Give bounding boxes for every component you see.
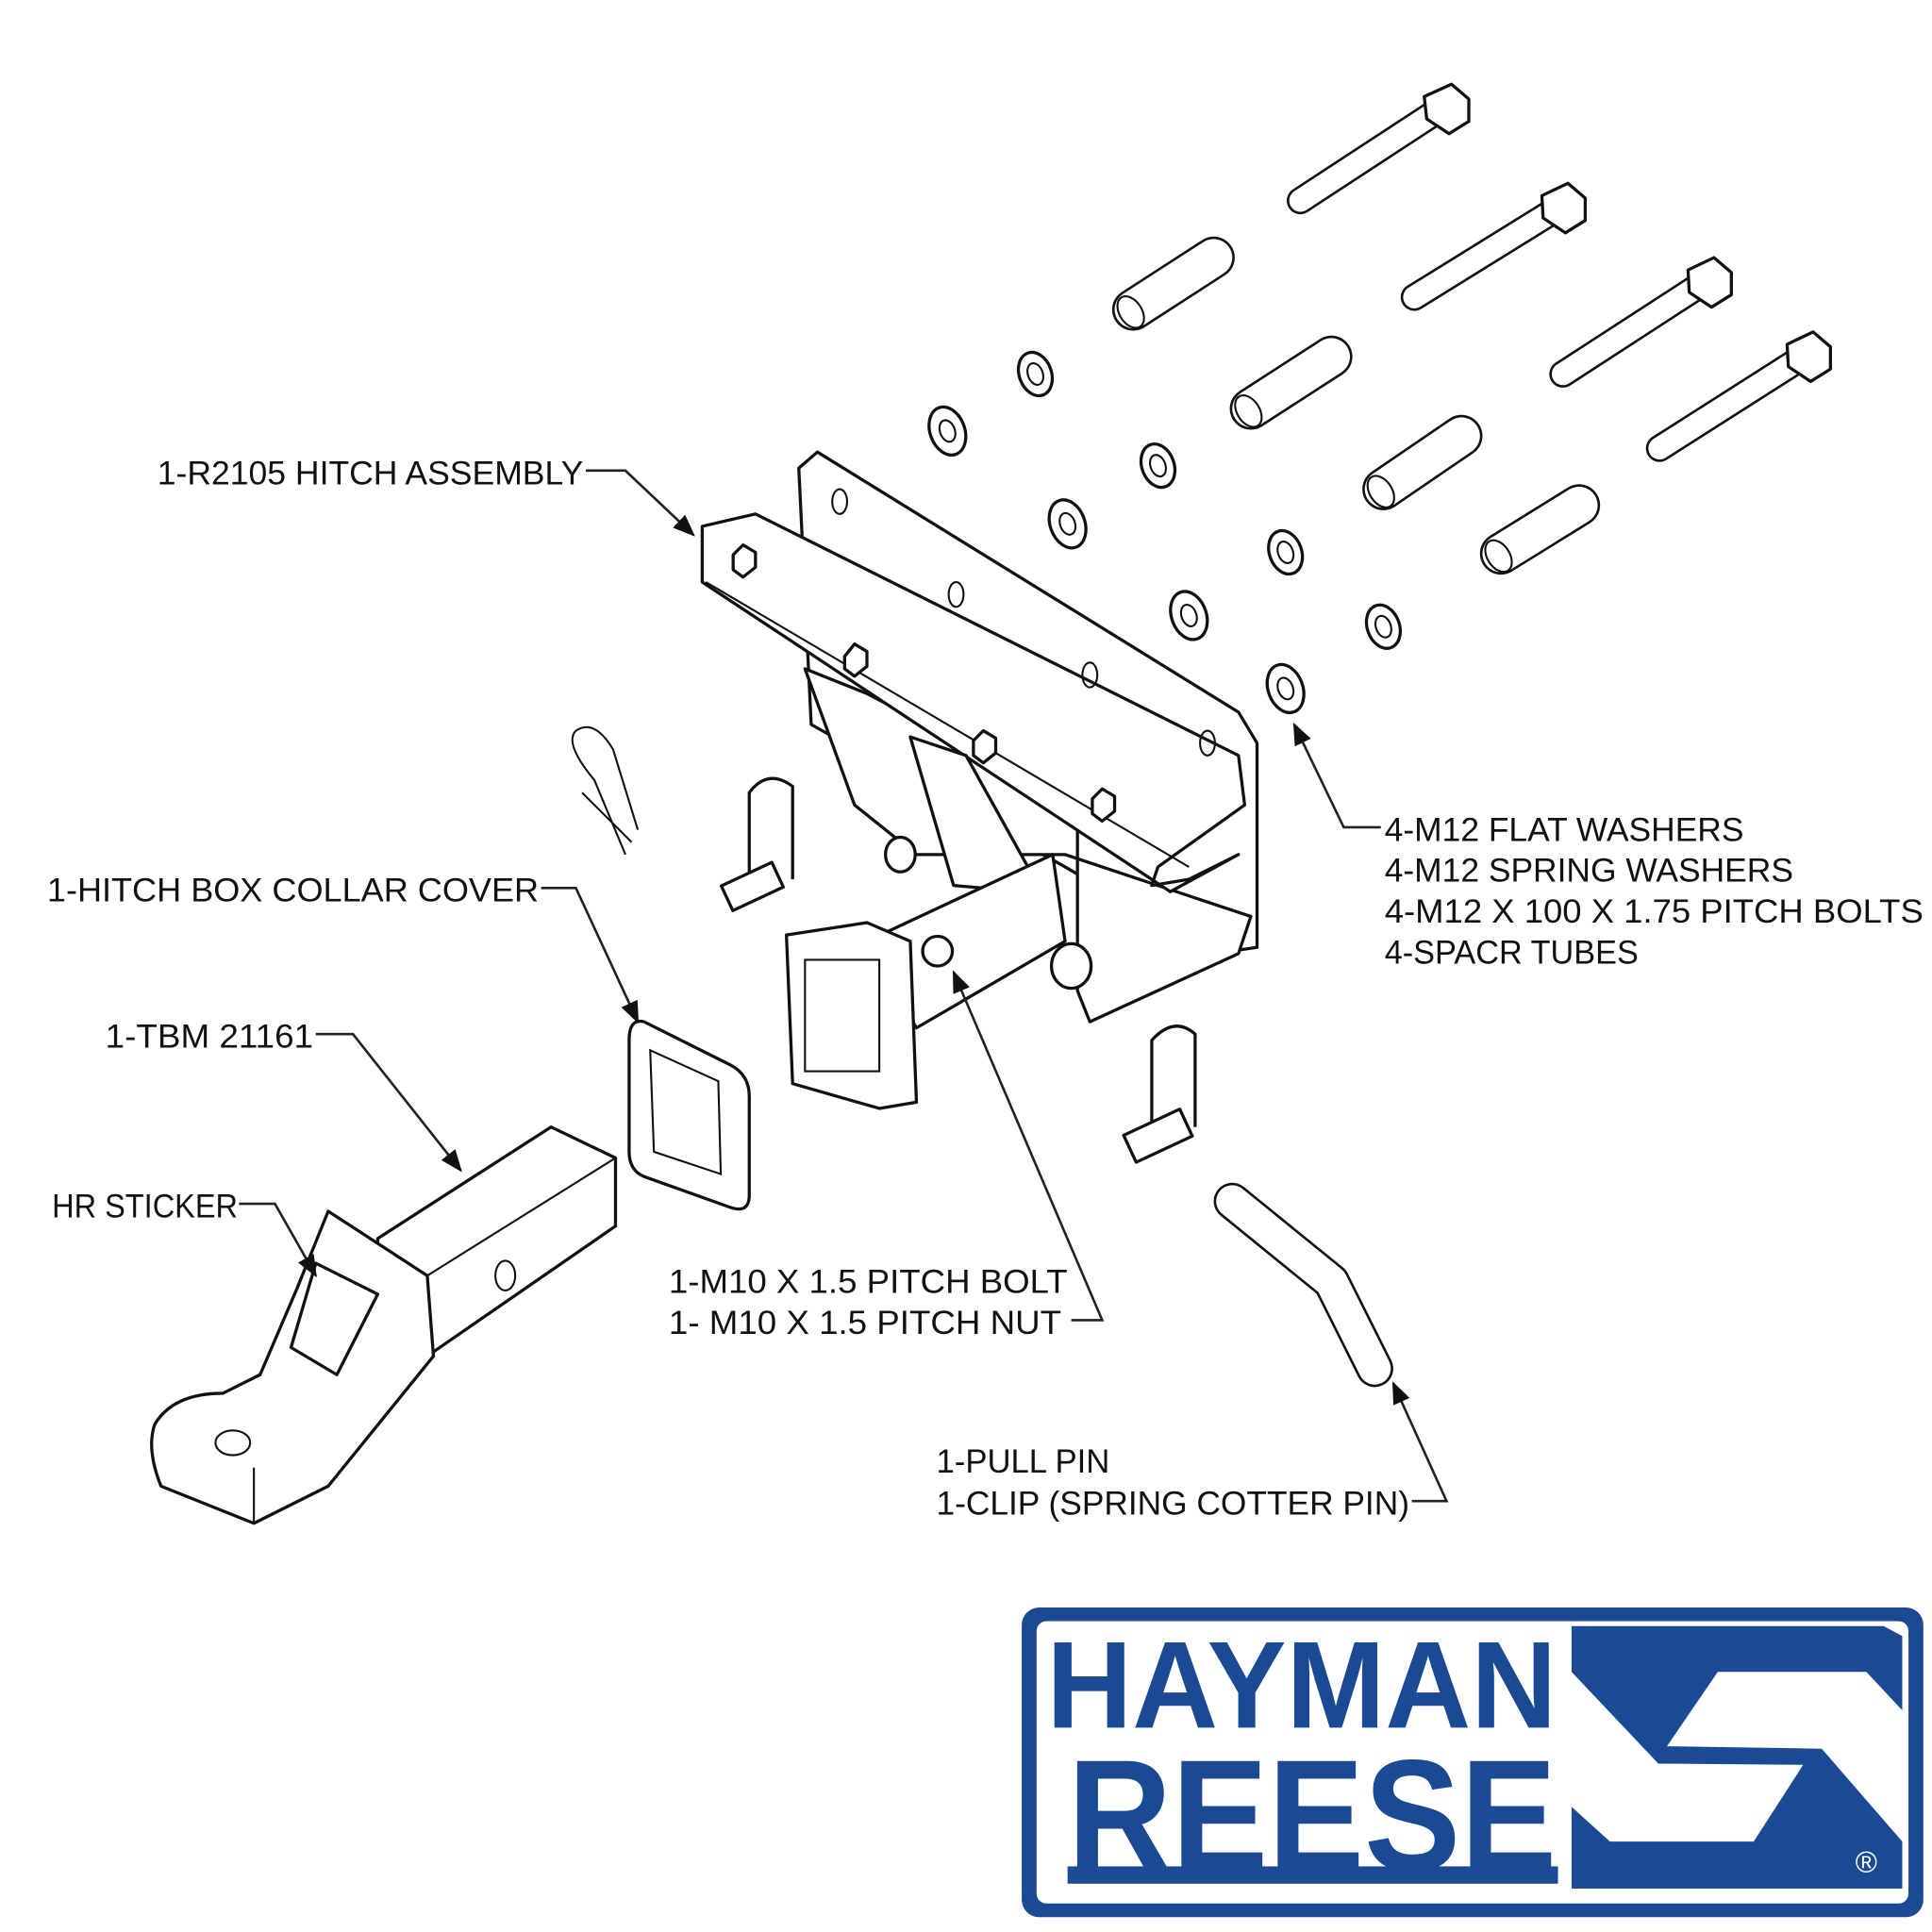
bolt [1645, 330, 1832, 462]
hr-sticker [289, 1261, 380, 1376]
pull-pin [1213, 1182, 1393, 1388]
hitch-assembly [700, 450, 1259, 1110]
shackle [1122, 1024, 1197, 1164]
label-pull-pin: 1-PULL PIN [936, 1442, 1109, 1480]
m12-bolts [1287, 82, 1832, 462]
spacer-tubes [1111, 236, 1601, 575]
bolt [1287, 82, 1471, 215]
label-m12-bolts: 4-M12 X 100 X 1.75 PITCH BOLTS [1385, 892, 1924, 930]
registered-mark: ® [1856, 1845, 1877, 1879]
label-hr-sticker: HR STICKER [52, 1188, 238, 1225]
label-m10-bolt: 1-M10 X 1.5 PITCH BOLT [669, 1263, 1068, 1301]
label-spring-washers: 4-M12 SPRING WASHERS [1385, 852, 1793, 890]
tbm-ball-mount [150, 1125, 618, 1525]
label-collar-cover: 1-HITCH BOX COLLAR COVER [47, 872, 539, 909]
label-hitch-assembly: 1-R2105 HITCH ASSEMBLY [158, 454, 584, 491]
logo-s-mark [1571, 1625, 1903, 1890]
leader-lines [239, 469, 1449, 1503]
label-m10-nut: 1- M10 X 1.5 PITCH NUT [669, 1304, 1061, 1341]
bolt [1400, 181, 1588, 311]
washers [927, 350, 1403, 715]
logo-text-hayman: HAYMAN [1046, 1615, 1557, 1754]
label-flat-washers: 4-M12 FLAT WASHERS [1385, 810, 1744, 848]
label-spacer-tubes: 4-SPACR TUBES [1385, 933, 1639, 971]
hayman-reese-logo: HAYMAN REESE ® [1022, 1607, 1924, 1918]
label-clip: 1-CLIP (SPRING COTTER PIN) [936, 1485, 1408, 1523]
spring-cotter-pin [571, 725, 640, 856]
hitch-box-collar-cover [627, 1019, 751, 1211]
bolt [1549, 256, 1733, 388]
label-tbm: 1-TBM 21161 [106, 1018, 314, 1056]
shackle [719, 776, 794, 912]
